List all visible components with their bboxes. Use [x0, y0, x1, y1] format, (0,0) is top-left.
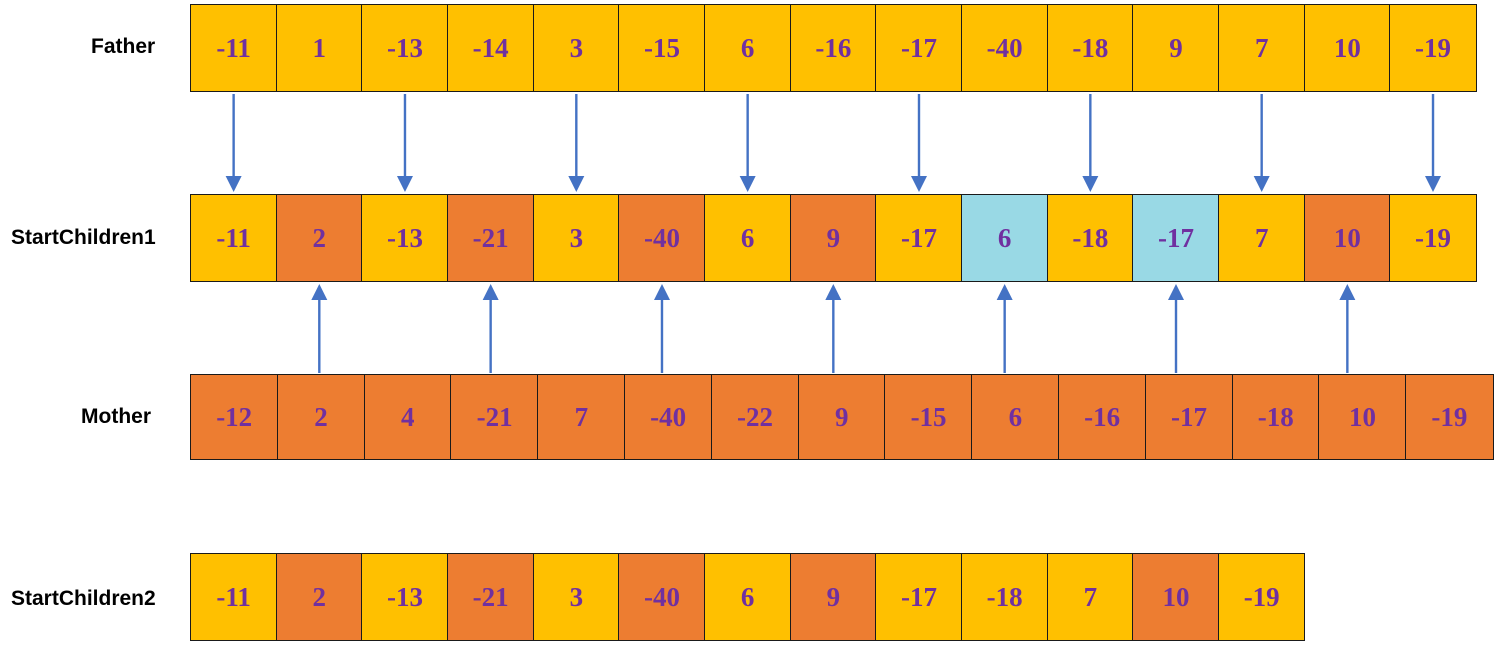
- mother-cell: -40: [623, 374, 713, 460]
- startchildren1-cell: 9: [789, 194, 877, 282]
- startchildren1-cell: 10: [1303, 194, 1391, 282]
- father-cell: -15: [618, 4, 706, 92]
- mother-cell: 9: [797, 374, 886, 460]
- startchildren2-cell: 10: [1132, 553, 1220, 641]
- startchildren2-row-label: StartChildren2: [11, 587, 156, 610]
- father-cell: -16: [789, 4, 877, 92]
- mother-cell: 4: [363, 374, 452, 460]
- father-cell: 6: [704, 4, 792, 92]
- father-to-child-arrow: [1425, 94, 1442, 192]
- mother-cell: 10: [1318, 374, 1407, 460]
- startchildren1-cell: 7: [1218, 194, 1306, 282]
- mother-to-child-arrow: [311, 284, 328, 373]
- mother-cell: -22: [710, 374, 800, 460]
- mother-cell: -21: [450, 374, 539, 460]
- startchildren2-cell: -17: [875, 553, 963, 641]
- father-cell: 9: [1132, 4, 1220, 92]
- father-to-child-arrow: [396, 94, 413, 192]
- mother-row-label: Mother: [81, 405, 151, 428]
- startchildren2-cell: 3: [532, 553, 620, 641]
- father-row-label: Father: [91, 35, 156, 58]
- mother-to-child-arrow: [653, 284, 670, 373]
- father-to-child-arrow: [1253, 94, 1270, 192]
- startchildren1-cell: -19: [1389, 194, 1477, 282]
- startchildren2-cell: 6: [704, 553, 792, 641]
- mother-cell: -19: [1405, 374, 1494, 460]
- father-to-child-arrow: [1082, 94, 1099, 192]
- startchildren2-cell: -21: [447, 553, 535, 641]
- mother-cell: 6: [971, 374, 1060, 460]
- father-to-child-arrow: [568, 94, 585, 192]
- startchildren2-cell: -19: [1218, 553, 1306, 641]
- father-cell: -40: [961, 4, 1049, 92]
- father-to-child-arrow: [225, 94, 242, 192]
- startchildren1-cell: 2: [275, 194, 363, 282]
- mother-cell: -16: [1057, 374, 1147, 460]
- startchildren1-cell: 6: [704, 194, 792, 282]
- startchildren1-cell: -40: [618, 194, 706, 282]
- mother-cell: -18: [1231, 374, 1320, 460]
- mother-to-child-arrow: [996, 284, 1013, 373]
- father-cell: 3: [532, 4, 620, 92]
- father-cell: -19: [1389, 4, 1477, 92]
- startchildren1-cell: -18: [1046, 194, 1134, 282]
- mother-to-child-arrow: [482, 284, 499, 373]
- startchildren1-cell: 3: [532, 194, 620, 282]
- startchildren1-cell: -11: [190, 194, 278, 282]
- startchildren1-cell: -13: [361, 194, 449, 282]
- startchildren2-cell: 9: [789, 553, 877, 641]
- mother-cell: -17: [1144, 374, 1234, 460]
- father-cell: -14: [447, 4, 535, 92]
- mother-cell: -15: [884, 374, 973, 460]
- startchildren1-cell: -21: [447, 194, 535, 282]
- father-to-child-arrow: [910, 94, 927, 192]
- mother-to-child-arrow: [1339, 284, 1356, 373]
- mother-to-child-arrow: [825, 284, 842, 373]
- father-cell: -13: [361, 4, 449, 92]
- mother-to-child-arrow: [1168, 284, 1185, 373]
- startchildren2-cell: 2: [275, 553, 363, 641]
- startchildren2-cell: -13: [361, 553, 449, 641]
- father-cell: -18: [1046, 4, 1134, 92]
- startchildren1-cell: -17: [875, 194, 963, 282]
- father-to-child-arrow: [739, 94, 756, 192]
- startchildren1-row-label: StartChildren1: [11, 226, 156, 249]
- father-cell: 10: [1303, 4, 1391, 92]
- mother-cell: 2: [276, 374, 366, 460]
- father-cell: 7: [1218, 4, 1306, 92]
